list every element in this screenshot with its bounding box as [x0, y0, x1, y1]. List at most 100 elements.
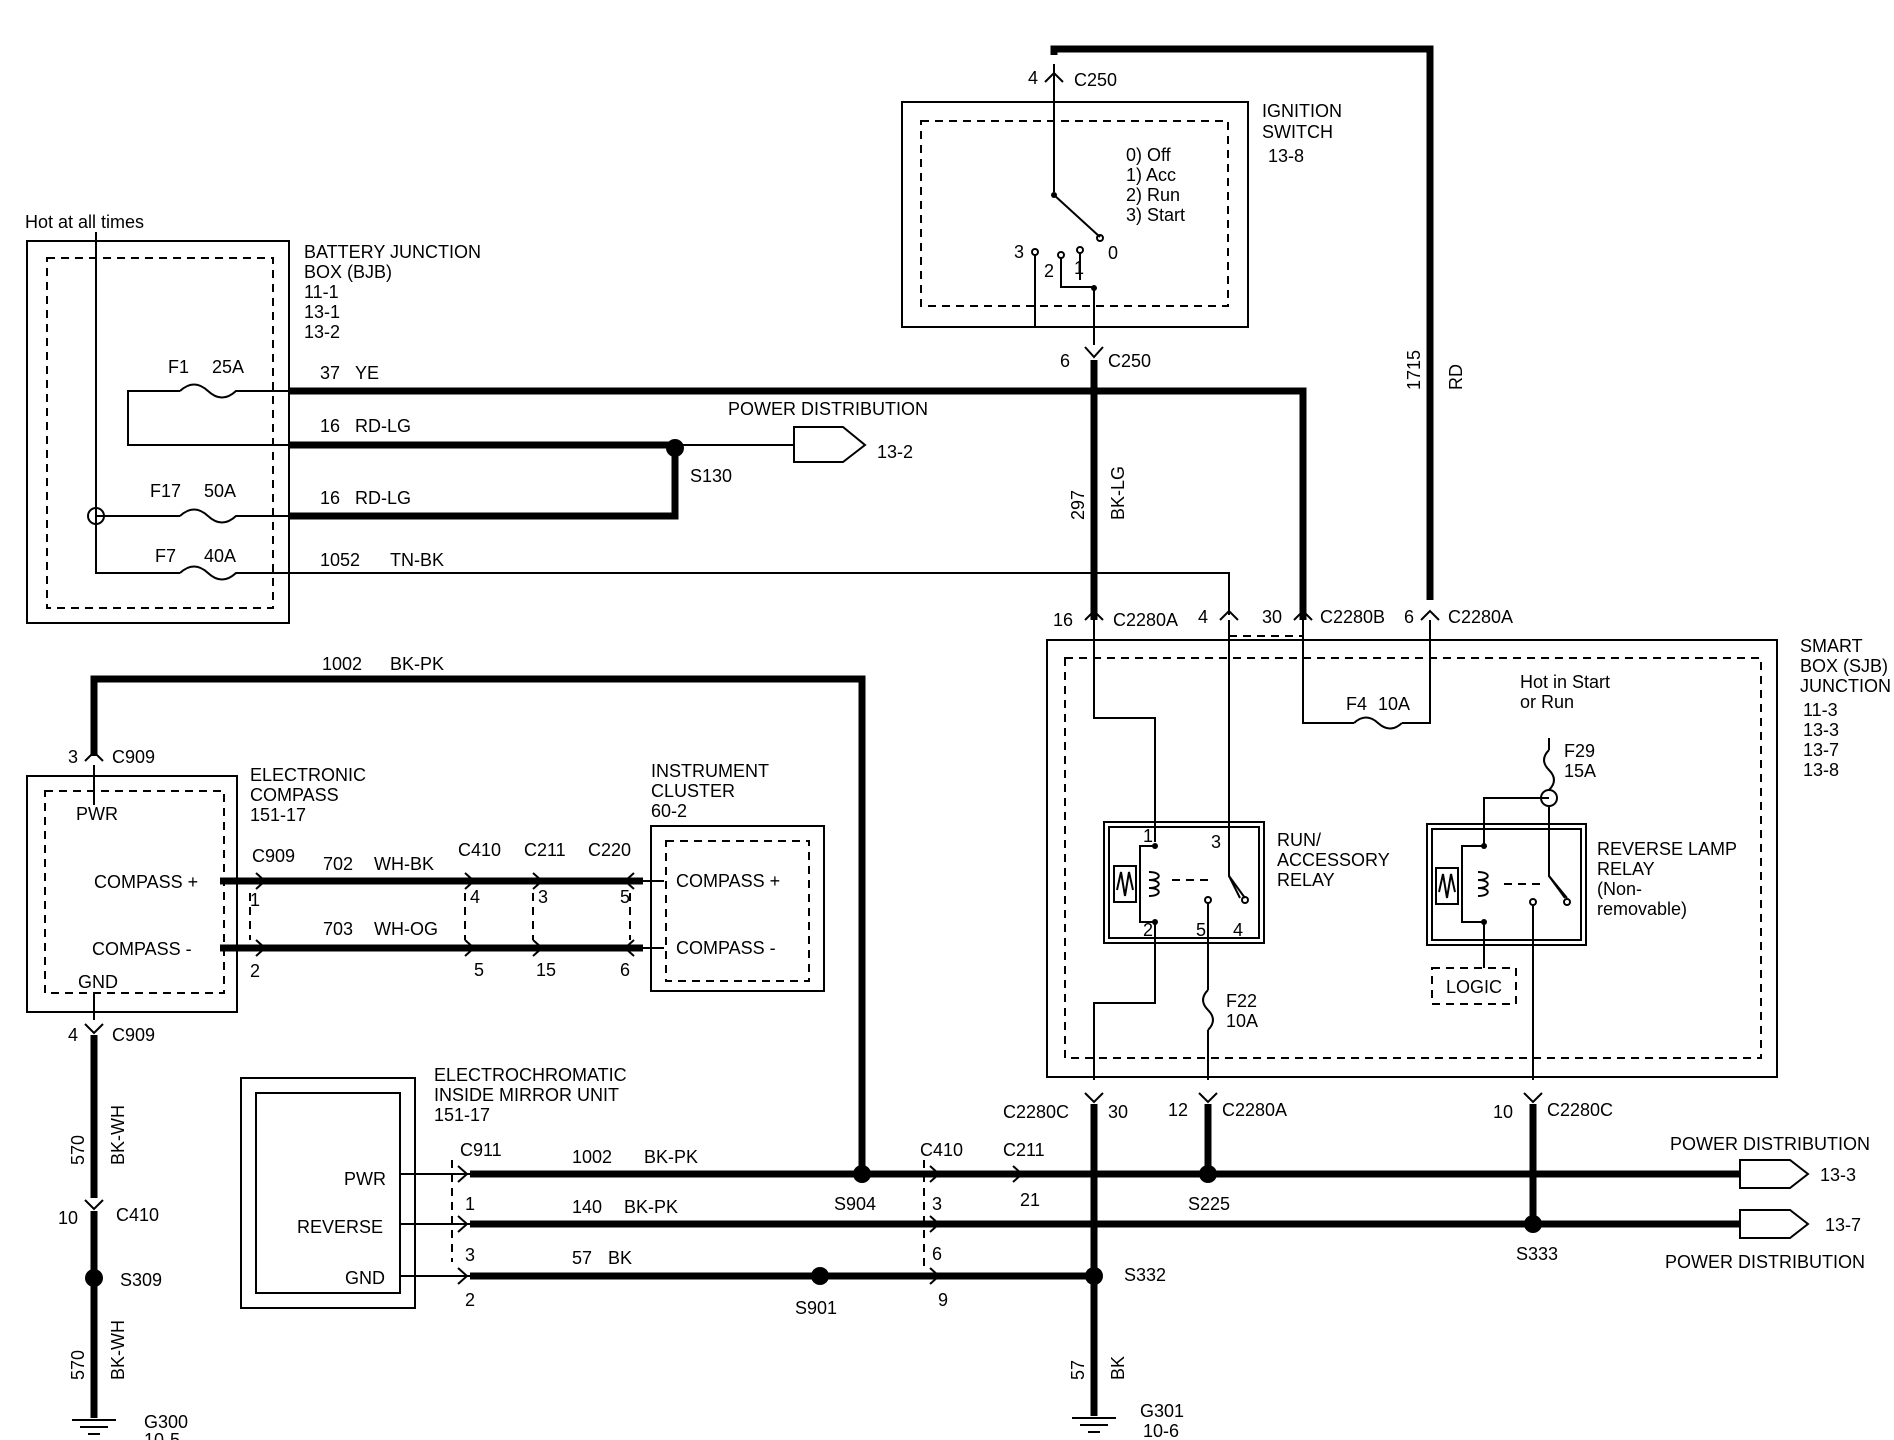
svg-text:3: 3 [538, 887, 548, 907]
svg-text:21: 21 [1020, 1190, 1040, 1210]
svg-text:13-2: 13-2 [304, 322, 340, 342]
svg-text:REVERSE: REVERSE [297, 1217, 383, 1237]
svg-text:6: 6 [932, 1244, 942, 1264]
svg-text:COMPASS -: COMPASS - [92, 939, 192, 959]
svg-text:BATTERY JUNCTION: BATTERY JUNCTION [304, 242, 481, 262]
splice-s904 [853, 1165, 871, 1183]
svg-text:S333: S333 [1516, 1244, 1558, 1264]
svg-text:C410: C410 [116, 1205, 159, 1225]
svg-text:151-17: 151-17 [250, 805, 306, 825]
svg-text:1002: 1002 [322, 654, 362, 674]
svg-text:POWER DISTRIBUTION: POWER DISTRIBUTION [1665, 1252, 1865, 1272]
svg-text:F22: F22 [1226, 991, 1257, 1011]
svg-text:JUNCTION: JUNCTION [1800, 676, 1891, 696]
svg-text:F17: F17 [150, 481, 181, 501]
svg-text:RUN/: RUN/ [1277, 830, 1321, 850]
svg-text:C2280C: C2280C [1547, 1100, 1613, 1120]
svg-text:INSTRUMENT: INSTRUMENT [651, 761, 769, 781]
svg-text:TN-BK: TN-BK [390, 550, 444, 570]
svg-text:6: 6 [620, 960, 630, 980]
svg-text:removable): removable) [1597, 899, 1687, 919]
svg-text:S225: S225 [1188, 1194, 1230, 1214]
svg-text:C211: C211 [524, 840, 566, 860]
svg-text:50A: 50A [204, 481, 236, 501]
svg-text:S130: S130 [690, 466, 732, 486]
splice-s309 [85, 1269, 103, 1287]
electronic-compass: 3 C909 ELECTRONIC COMPASS 151-17 PWR COM… [26, 747, 366, 1020]
svg-text:2) Run: 2) Run [1126, 185, 1180, 205]
svg-text:ELECTROCHROMATIC: ELECTROCHROMATIC [434, 1065, 627, 1085]
svg-text:RELAY: RELAY [1277, 870, 1335, 890]
svg-text:S904: S904 [834, 1194, 876, 1214]
svg-text:C2280B: C2280B [1320, 607, 1385, 627]
svg-text:10: 10 [1493, 1102, 1513, 1122]
svg-text:POWER DISTRIBUTION: POWER DISTRIBUTION [1670, 1134, 1870, 1154]
c250-top-connector [1044, 71, 1064, 83]
svg-text:60-2: 60-2 [651, 801, 687, 821]
ignition-name2: SWITCH [1262, 122, 1333, 142]
svg-text:3: 3 [932, 1194, 942, 1214]
svg-text:1: 1 [465, 1194, 475, 1214]
svg-text:1: 1 [1143, 826, 1153, 846]
svg-text:REVERSE LAMP: REVERSE LAMP [1597, 839, 1737, 859]
svg-text:YE: YE [355, 363, 379, 383]
svg-text:0) Off: 0) Off [1126, 145, 1172, 165]
svg-text:F4: F4 [1346, 694, 1367, 714]
svg-text:16: 16 [320, 488, 340, 508]
svg-text:BK: BK [1108, 1356, 1128, 1380]
ignition-switch: IGNITION SWITCH 13-8 0) Off 1) Acc 2) Ru… [901, 64, 1342, 345]
svg-text:570: 570 [68, 1350, 88, 1380]
svg-text:F29: F29 [1564, 741, 1595, 761]
svg-text:9: 9 [938, 1290, 948, 1310]
ignition-ref: 13-8 [1268, 146, 1304, 166]
svg-text:COMPASS: COMPASS [250, 785, 339, 805]
svg-text:BK-PK: BK-PK [390, 654, 444, 674]
svg-text:57: 57 [1068, 1360, 1088, 1380]
svg-text:or Run: or Run [1520, 692, 1574, 712]
svg-text:G301: G301 [1140, 1401, 1184, 1421]
svg-text:4: 4 [1028, 68, 1038, 88]
svg-text:C2280A: C2280A [1448, 607, 1513, 627]
svg-text:3) Start: 3) Start [1126, 205, 1185, 225]
electrochromatic-mirror: ELECTROCHROMATIC INSIDE MIRROR UNIT 151-… [240, 1065, 627, 1309]
svg-text:13-1: 13-1 [304, 302, 340, 322]
splice-s130 [666, 439, 684, 457]
splice-s332 [1085, 1267, 1103, 1285]
svg-text:4: 4 [470, 887, 480, 907]
svg-text:6: 6 [1060, 351, 1070, 371]
svg-text:1002: 1002 [572, 1147, 612, 1167]
svg-text:2: 2 [1143, 920, 1153, 940]
svg-text:570: 570 [68, 1135, 88, 1165]
svg-text:INSIDE MIRROR UNIT: INSIDE MIRROR UNIT [434, 1085, 619, 1105]
svg-text:BK-WH: BK-WH [108, 1105, 128, 1165]
svg-text:C410: C410 [458, 840, 501, 860]
svg-text:13-3: 13-3 [1820, 1165, 1856, 1185]
svg-text:151-17: 151-17 [434, 1105, 490, 1125]
svg-text:GND: GND [78, 972, 118, 992]
svg-text:2: 2 [250, 961, 260, 981]
svg-text:PWR: PWR [344, 1169, 386, 1189]
svg-text:10A: 10A [1378, 694, 1410, 714]
svg-text:F1: F1 [168, 357, 189, 377]
svg-text:13-7: 13-7 [1803, 740, 1839, 760]
svg-text:2: 2 [1044, 261, 1054, 281]
svg-text:BK-WH: BK-WH [108, 1320, 128, 1380]
svg-text:C911: C911 [460, 1140, 502, 1160]
svg-text:C2280C: C2280C [1003, 1102, 1069, 1122]
svg-text:15: 15 [536, 960, 556, 980]
svg-text:RD: RD [1446, 364, 1466, 390]
svg-text:BOX (SJB): BOX (SJB) [1800, 656, 1888, 676]
svg-text:C909: C909 [252, 846, 295, 866]
svg-text:40A: 40A [204, 546, 236, 566]
svg-text:16: 16 [320, 416, 340, 436]
svg-text:ACCESSORY: ACCESSORY [1277, 850, 1390, 870]
power-distribution-13-2 [793, 426, 867, 463]
svg-text:703: 703 [323, 919, 353, 939]
svg-text:C410: C410 [920, 1140, 963, 1160]
svg-text:1) Acc: 1) Acc [1126, 165, 1176, 185]
svg-text:11-1: 11-1 [304, 282, 339, 302]
svg-text:C909: C909 [112, 747, 155, 767]
svg-text:11-3: 11-3 [1803, 700, 1838, 720]
svg-text:37: 37 [320, 363, 340, 383]
